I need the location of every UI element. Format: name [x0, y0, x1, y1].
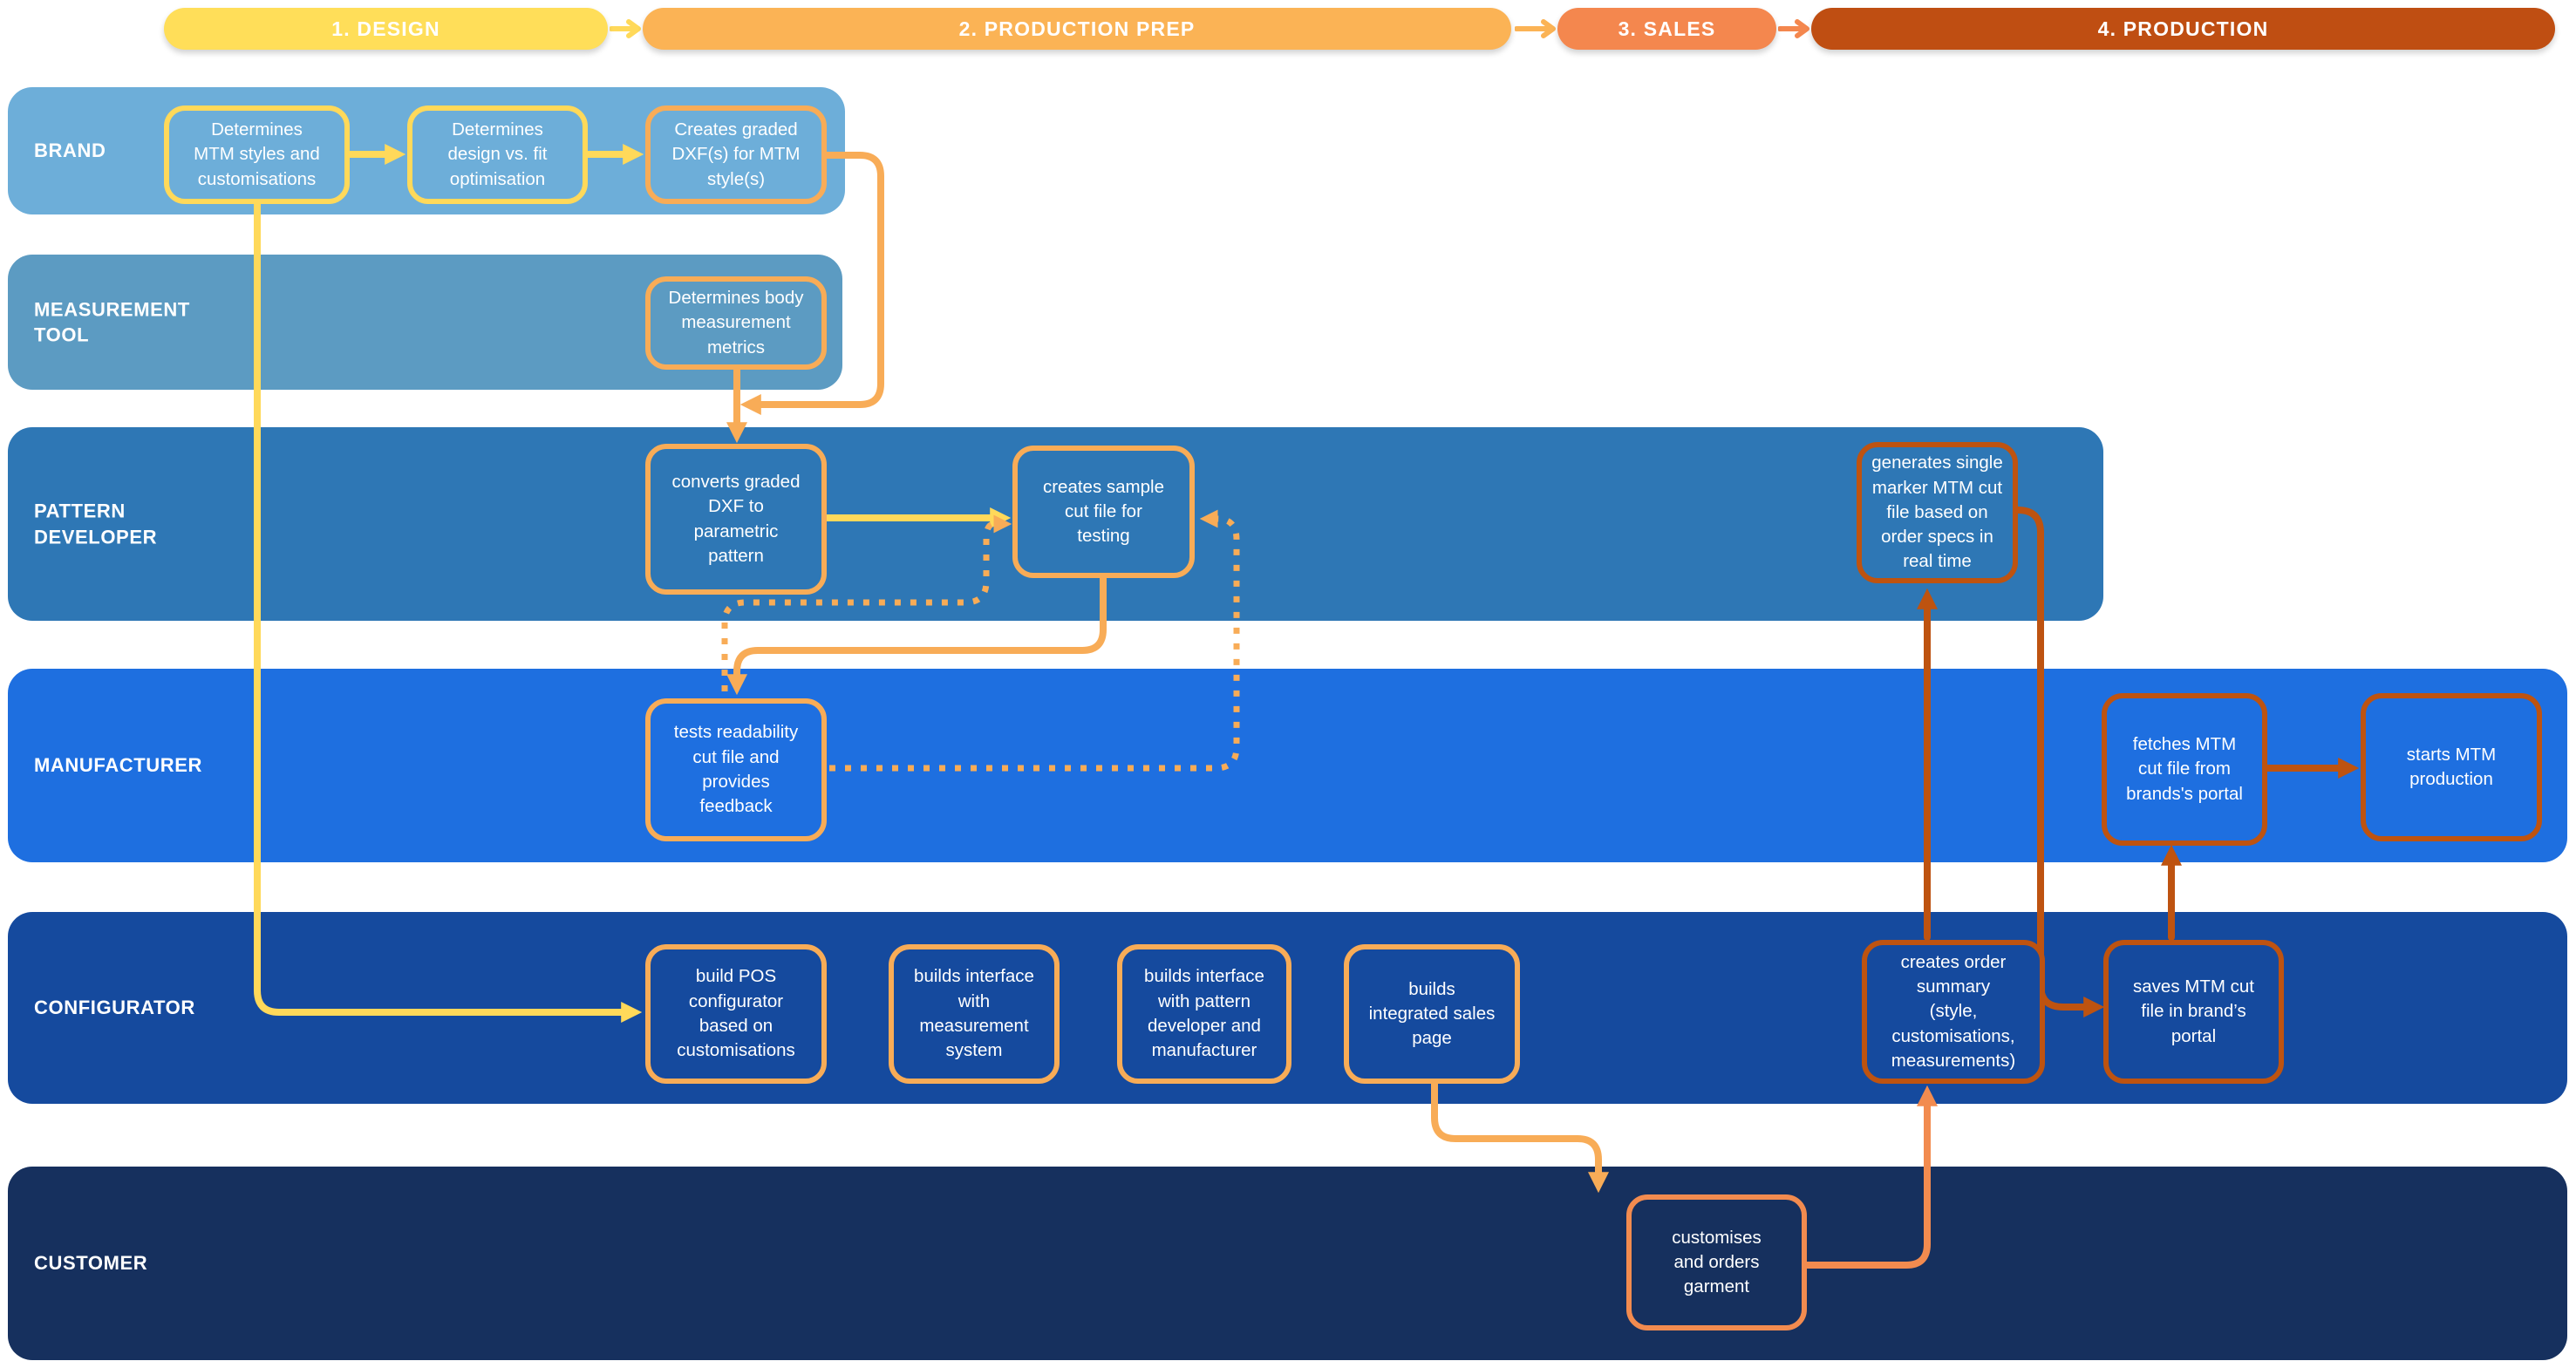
phase-design: 1. DESIGN	[164, 8, 608, 50]
lane-label-measurement-tool: MEASUREMENT TOOL	[34, 297, 190, 346]
box-generates-single-marker: generates single marker MTM cut file bas…	[1857, 442, 2018, 583]
box-saves-mtm-cut-file: saves MTM cut file in brand’s portal	[2103, 940, 2284, 1084]
box-customises-and-orders: customises and orders garment	[1626, 1194, 1807, 1330]
connector-sales-page-to-customer	[1431, 1080, 1609, 1194]
phase-production-prep: 2. PRODUCTION PREP	[643, 8, 1511, 50]
connector-generator-to-saves	[2014, 507, 2105, 1017]
lane-customer: CUSTOMER	[8, 1167, 2567, 1360]
phase-production: 4. PRODUCTION	[1811, 8, 2555, 50]
connector-customer-to-order-summary	[1803, 1085, 1938, 1269]
connector-graded-dxf-to-merge	[739, 152, 884, 415]
box-determines-mtm-styles: Determines MTM styles and customisations	[164, 105, 350, 204]
box-converts-dxf-parametric: converts graded DXF to parametric patter…	[645, 444, 827, 595]
connector-test-feedback-left-loop	[721, 514, 1012, 691]
arrow-sales-to-prod-icon	[1777, 18, 1810, 39]
box-tests-readability: tests readability cut file and provides …	[645, 698, 827, 841]
lane-label-brand: BRAND	[34, 140, 106, 162]
arrow-prep-to-sales-icon	[1514, 18, 1557, 39]
box-starts-mtm-production: starts MTM production	[2361, 693, 2542, 841]
box-determines-design-fit: Determines design vs. fit optimisation	[407, 105, 588, 204]
lane-label-manufacturer: MANUFACTURER	[34, 754, 202, 777]
lane-label-customer: CUSTOMER	[34, 1252, 148, 1275]
lane-label-configurator: CONFIGURATOR	[34, 997, 195, 1019]
box-determines-body-metrics: Determines body measurement metrics	[645, 276, 827, 370]
connector-sample-to-test	[726, 575, 1107, 696]
connector-brand-to-configurator	[254, 201, 643, 1023]
box-builds-sales-page: builds integrated sales page	[1344, 944, 1520, 1084]
phase-sales: 3. SALES	[1557, 8, 1776, 50]
connector-test-feedback-right-loop	[829, 509, 1240, 772]
box-interface-measurement: builds interface with measurement system	[889, 944, 1060, 1084]
box-build-pos-configurator: build POS configurator based on customis…	[645, 944, 827, 1084]
box-interface-pattern-dev: builds interface with pattern developer …	[1117, 944, 1291, 1084]
box-fetches-mtm-cut-file: fetches MTM cut file from brands's porta…	[2102, 693, 2267, 846]
lane-label-pattern-developer: PATTERN DEVELOPER	[34, 500, 158, 548]
arrow-design-to-prep-icon	[609, 18, 642, 39]
box-creates-sample-cut-file: creates sample cut file for testing	[1012, 446, 1195, 578]
box-creates-graded-dxf: Creates graded DXF(s) for MTM style(s)	[645, 105, 827, 204]
box-creates-order-summary: creates order summary (style, customisat…	[1862, 940, 2045, 1084]
